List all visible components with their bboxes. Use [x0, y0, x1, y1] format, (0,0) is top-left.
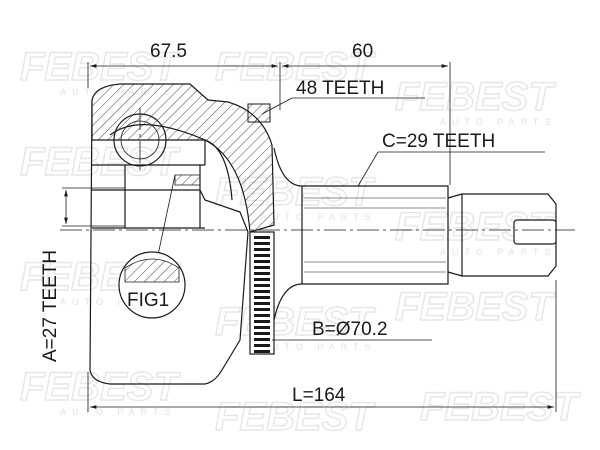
abs-ring-tooth: [254, 278, 270, 281]
cage-outline: [204, 139, 233, 201]
label-length: L=164: [292, 385, 346, 406]
abs-ring-tooth: [254, 326, 270, 329]
abs-ring-tooth: [254, 314, 270, 317]
abs-ring-tooth: [254, 350, 270, 353]
label-c-teeth: C=29 TEETH: [382, 131, 495, 152]
abs-ring-tooth: [254, 302, 270, 305]
cotter-slot: [513, 219, 557, 245]
abs-ring-tooth: [254, 260, 270, 263]
abs-ring-teeth: [254, 236, 270, 353]
abs-ring-tooth: [254, 272, 270, 275]
leader-48-teeth: [261, 97, 293, 115]
label-a-teeth: A=27 TEETH: [40, 250, 61, 362]
shaft-neck: [273, 147, 449, 321]
outer-teeth-block: [247, 103, 271, 123]
fig1-section: [124, 258, 180, 283]
abs-ring-tooth: [254, 248, 270, 251]
watermark-tagline: AUTO PARTS: [60, 407, 177, 417]
bell-housing: [89, 83, 275, 385]
inner-race-section: [174, 174, 201, 186]
abs-ring-tooth: [254, 344, 270, 347]
abs-ring-tooth: [254, 266, 270, 269]
fig1-label: FIG1: [127, 290, 169, 311]
cage-outline: [109, 124, 206, 165]
fig1-callout: FIG1: [118, 174, 186, 319]
dim-top-right: 60: [352, 41, 373, 62]
abs-ring-tooth: [254, 236, 270, 239]
annotations: 48 TEETH C=29 TEETH B=Ø70.2 A=27 TEETH L…: [40, 78, 557, 412]
watermark-tagline: AUTO PARTS: [260, 212, 377, 222]
shaft-spline: [304, 197, 446, 273]
watermark-brand: FEBEST: [395, 75, 556, 119]
abs-ring-tooth: [254, 284, 270, 287]
abs-ring-tooth: [254, 290, 270, 293]
watermark-tagline: AUTO PARTS: [260, 342, 377, 352]
abs-ring: [249, 231, 275, 355]
fig1-leader: [157, 174, 176, 256]
watermark-brand: FEBEST: [20, 365, 181, 409]
abs-ring-tooth: [254, 296, 270, 299]
dim-top-left: 67.5: [150, 41, 187, 62]
label-b-ring: B=Ø70.2: [312, 319, 388, 340]
abs-ring-tooth: [254, 254, 270, 257]
housing-outline: [89, 99, 249, 385]
top-dimensions: 67.5 60: [87, 41, 451, 185]
watermark-tagline: AUTO PARTS: [440, 247, 557, 257]
watermark-tagline: AUTO PARTS: [60, 297, 177, 307]
abs-ring-tooth: [254, 308, 270, 311]
stub-shaft: [273, 147, 557, 321]
abs-ring-tooth: [254, 320, 270, 323]
watermark-tagline: AUTO PARTS: [440, 117, 557, 127]
label-48-teeth: 48 TEETH: [296, 78, 384, 99]
leader-c-teeth: [357, 151, 379, 187]
housing-inner-line: [92, 189, 249, 233]
abs-ring-tooth: [254, 332, 270, 335]
watermark-brand: FEBEST: [215, 395, 376, 439]
abs-ring-tooth: [254, 242, 270, 245]
watermark-brand: FEBEST: [20, 140, 181, 184]
watermark-brand: FEBEST: [395, 285, 556, 329]
abs-ring-tooth: [254, 338, 270, 341]
